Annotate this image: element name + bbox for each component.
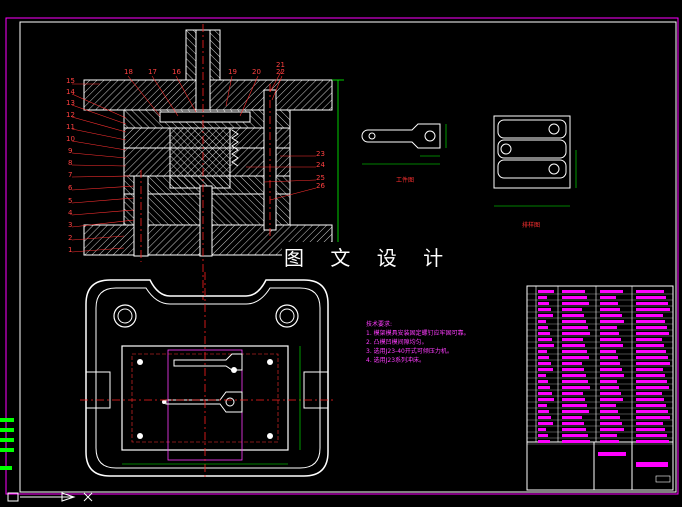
note-item: 3. 选用J23-40开式可倾压力机。 xyxy=(366,348,453,355)
callout-24: 24 xyxy=(316,161,325,169)
callout-2: 2 xyxy=(68,234,73,242)
note-item: 2. 凸模凹模间隙均匀。 xyxy=(366,339,428,346)
callout-4: 4 xyxy=(68,209,73,217)
callout-12: 12 xyxy=(66,111,75,119)
callout-5: 5 xyxy=(68,197,73,205)
title-block xyxy=(526,285,674,491)
callout-21: 21 xyxy=(276,61,285,69)
workpiece-caption: 工件图 xyxy=(396,177,415,184)
callout-11: 11 xyxy=(66,123,75,131)
bom-rows xyxy=(527,290,673,445)
inner-border xyxy=(19,21,677,493)
strip-caption: 排样图 xyxy=(522,222,541,229)
callout-19: 19 xyxy=(228,68,237,76)
notes-heading: 技术要求: xyxy=(366,321,393,328)
callout-8: 8 xyxy=(68,159,73,167)
callout-14: 14 xyxy=(66,88,75,96)
margin-marks xyxy=(0,418,93,502)
technical-notes: 技术要求: 1. 模架模具安装固定螺钉应牢固可靠。 2. 凸模凹模间隙均匀。 3… xyxy=(366,320,470,365)
outer-border xyxy=(5,17,679,495)
workpiece-drawing xyxy=(361,123,447,165)
callout-16: 16 xyxy=(172,68,181,76)
callout-20: 20 xyxy=(252,68,261,76)
watermark-text: 图 文 设 计 xyxy=(282,242,456,271)
note-item: 4. 选用J23系列冲床。 xyxy=(366,357,426,364)
callout-13: 13 xyxy=(66,99,75,107)
callout-25: 25 xyxy=(316,174,325,182)
callout-3: 3 xyxy=(68,221,73,229)
callout-26: 26 xyxy=(316,182,325,190)
callout-leaders xyxy=(71,69,317,253)
note-item: 1. 模架模具安装固定螺钉应牢固可靠。 xyxy=(366,330,470,337)
callout-17: 17 xyxy=(148,68,157,76)
callout-9: 9 xyxy=(68,147,73,155)
callout-1: 1 xyxy=(68,246,73,254)
callout-15: 15 xyxy=(66,77,75,85)
callout-7: 7 xyxy=(68,171,73,179)
callout-6: 6 xyxy=(68,184,73,192)
callout-10: 10 xyxy=(66,135,75,143)
strip-layout-drawing xyxy=(493,115,577,207)
callout-23: 23 xyxy=(316,150,325,158)
die-plan-view xyxy=(80,272,336,480)
callout-22: 22 xyxy=(276,68,285,76)
callout-18: 18 xyxy=(124,68,133,76)
die-section-view xyxy=(83,24,344,300)
